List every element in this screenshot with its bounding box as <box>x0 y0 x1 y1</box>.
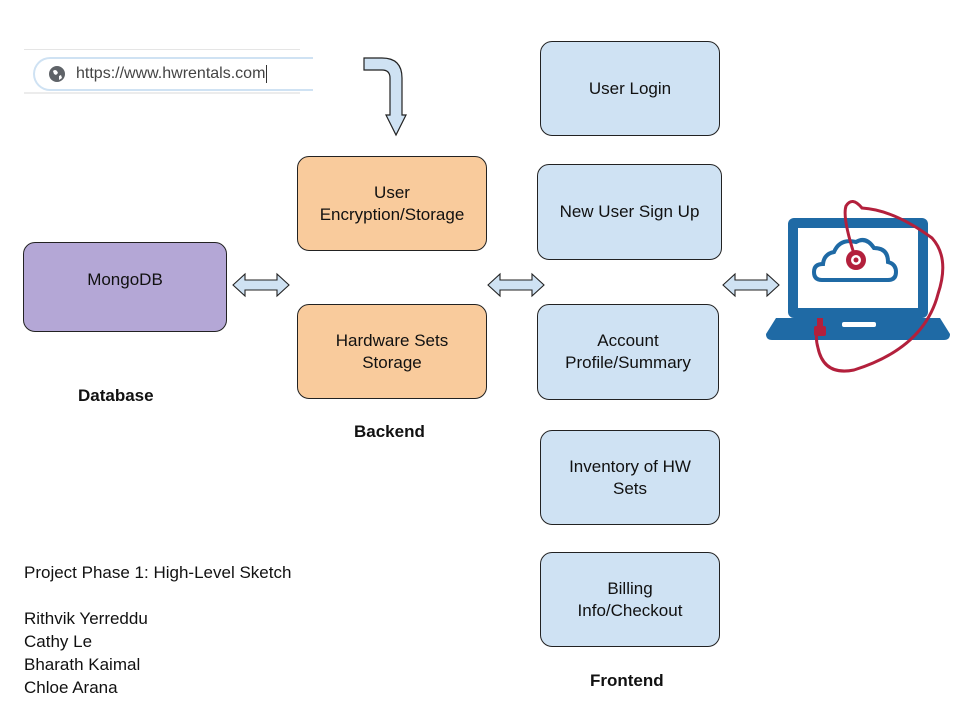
hardware-storage-box: Hardware Sets Storage <box>297 304 487 399</box>
hardware-storage-label: Hardware Sets Storage <box>335 330 449 372</box>
down-turn-arrow-icon <box>363 57 407 137</box>
inventory-label: Inventory of HW Sets <box>569 456 691 498</box>
billing-box: Billing Info/Checkout <box>540 552 720 647</box>
team-member: Rithvik Yerreddu <box>24 609 148 628</box>
project-title: Project Phase 1: High-Level Sketch <box>24 563 292 582</box>
mongodb-box: MongoDB <box>23 242 227 332</box>
team-member: Cathy Le <box>24 632 93 651</box>
user-login-label: User Login <box>588 78 672 98</box>
globe-icon <box>49 66 65 82</box>
url-bar-top-border <box>24 49 300 50</box>
billing-label: Billing Info/Checkout <box>577 578 683 620</box>
database-section-label: Database <box>78 386 154 405</box>
credits-spacer <box>24 584 291 607</box>
frontend-section-label: Frontend <box>590 671 664 690</box>
project-credits: Project Phase 1: High-Level Sketch Rithv… <box>24 561 291 699</box>
backend-section-label: Backend <box>354 422 425 441</box>
account-profile-box: Account Profile/Summary <box>537 304 719 400</box>
user-encryption-box: User Encryption/Storage <box>297 156 487 251</box>
new-user-signup-label: New User Sign Up <box>559 202 700 221</box>
inventory-box: Inventory of HW Sets <box>540 430 720 525</box>
user-login-box: User Login <box>540 41 720 136</box>
account-profile-label: Account Profile/Summary <box>565 331 691 372</box>
url-bar-bottom-border <box>24 92 300 94</box>
user-encryption-label: User Encryption/Storage <box>319 182 465 224</box>
address-bar[interactable]: https://www.hwrentals.com <box>33 57 313 91</box>
double-arrow-icon <box>722 272 780 298</box>
address-text: https://www.hwrentals.com <box>76 64 268 83</box>
new-user-signup-box: New User Sign Up <box>537 164 722 260</box>
double-arrow-icon <box>232 272 290 298</box>
double-arrow-icon <box>487 272 545 298</box>
team-member: Bharath Kaimal <box>24 655 141 674</box>
team-member: Chloe Arana <box>24 678 118 697</box>
mongodb-label: MongoDB <box>87 270 163 289</box>
laptop-cloud-icon <box>766 200 950 373</box>
